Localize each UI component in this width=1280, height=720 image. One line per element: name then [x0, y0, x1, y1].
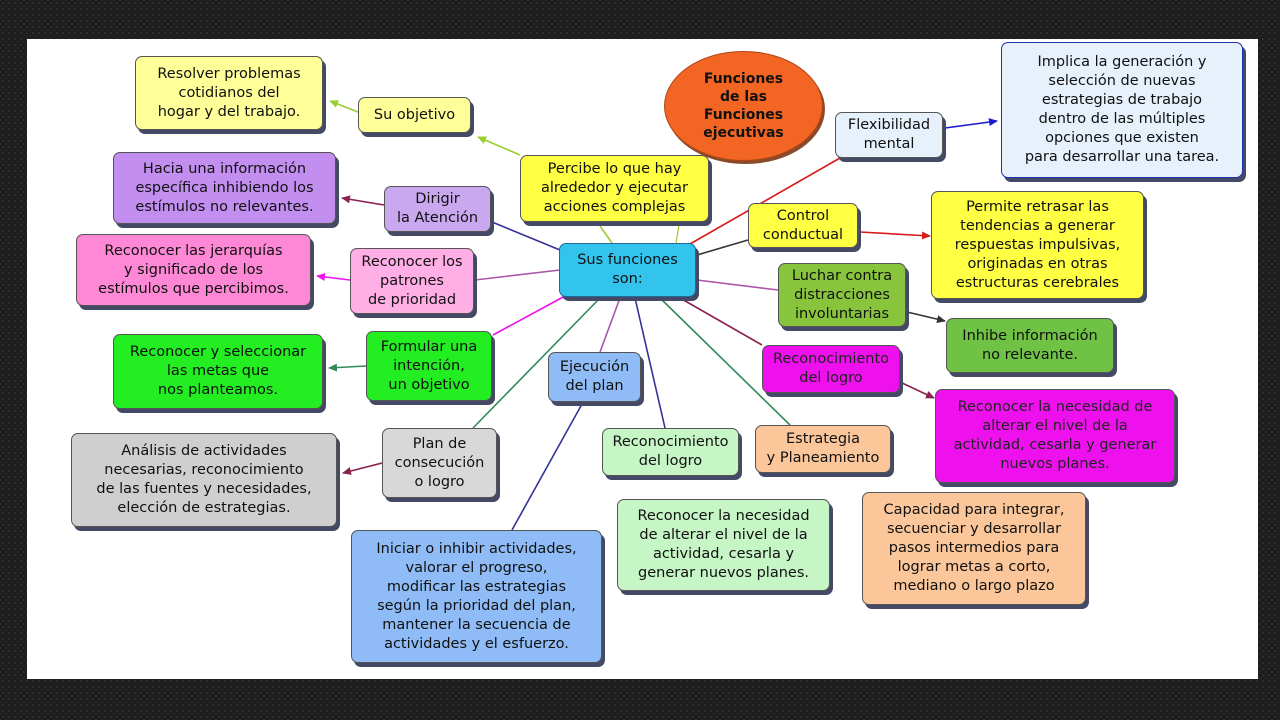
node-flexibilidad-mental: Flexibilidad mental — [835, 112, 943, 158]
node-control-conductual: Control conductual — [748, 203, 858, 248]
node-reconocimiento-logro-1: Reconocimiento del logro — [602, 428, 739, 476]
node-capacidad-integrar: Capacidad para integrar, secuenciar y de… — [862, 492, 1086, 605]
node-reconocer-metas: Reconocer y seleccionar las metas que no… — [113, 334, 323, 409]
node-luchar-distracciones: Luchar contra distracciones involuntaria… — [778, 263, 906, 327]
node-reconocer-jerarquias: Reconocer las jerarquías y significado d… — [76, 234, 311, 306]
node-implica-generacion: Implica la generación y selección de nue… — [1001, 42, 1243, 178]
node-reconocimiento-logro-2: Reconocimiento del logro — [762, 345, 900, 393]
node-formular-intencion: Formular una intención, un objetivo — [366, 331, 492, 401]
node-permite-retrasar: Permite retrasar las tendencias a genera… — [931, 191, 1144, 299]
node-sus-funciones: Sus funciones son: — [559, 243, 696, 297]
node-hacia-informacion: Hacia una información específica inhibie… — [113, 152, 336, 224]
node-resolver-problemas: Resolver problemas cotidianos del hogar … — [135, 56, 323, 130]
node-percibe: Percibe lo que hay alrededor y ejecutar … — [520, 155, 709, 222]
node-analisis-actividades: Análisis de actividades necesarias, reco… — [71, 433, 337, 527]
node-inhibe-informacion: Inhibe información no relevante. — [946, 318, 1114, 373]
node-reconocer-necesidad-2: Reconocer la necesidad de alterar el niv… — [935, 389, 1175, 483]
node-estrategia-planeamiento: Estrategia y Planeamiento — [755, 425, 891, 473]
node-plan-consecucion: Plan de consecución o logro — [382, 428, 497, 498]
node-reconocer-patrones: Reconocer los patrones de prioridad — [350, 248, 474, 314]
node-su-objetivo: Su objetivo — [358, 97, 471, 133]
node-iniciar-inhibir: Iniciar o inhibir actividades, valorar e… — [351, 530, 602, 663]
node-ejecucion-plan: Ejecución del plan — [548, 352, 641, 402]
node-dirigir-atencion: Dirigir la Atención — [384, 186, 491, 232]
diagram-title: Funciones de las Funciones ejecutivas — [664, 51, 823, 161]
node-reconocer-necesidad-1: Reconocer la necesidad de alterar el niv… — [617, 499, 830, 591]
